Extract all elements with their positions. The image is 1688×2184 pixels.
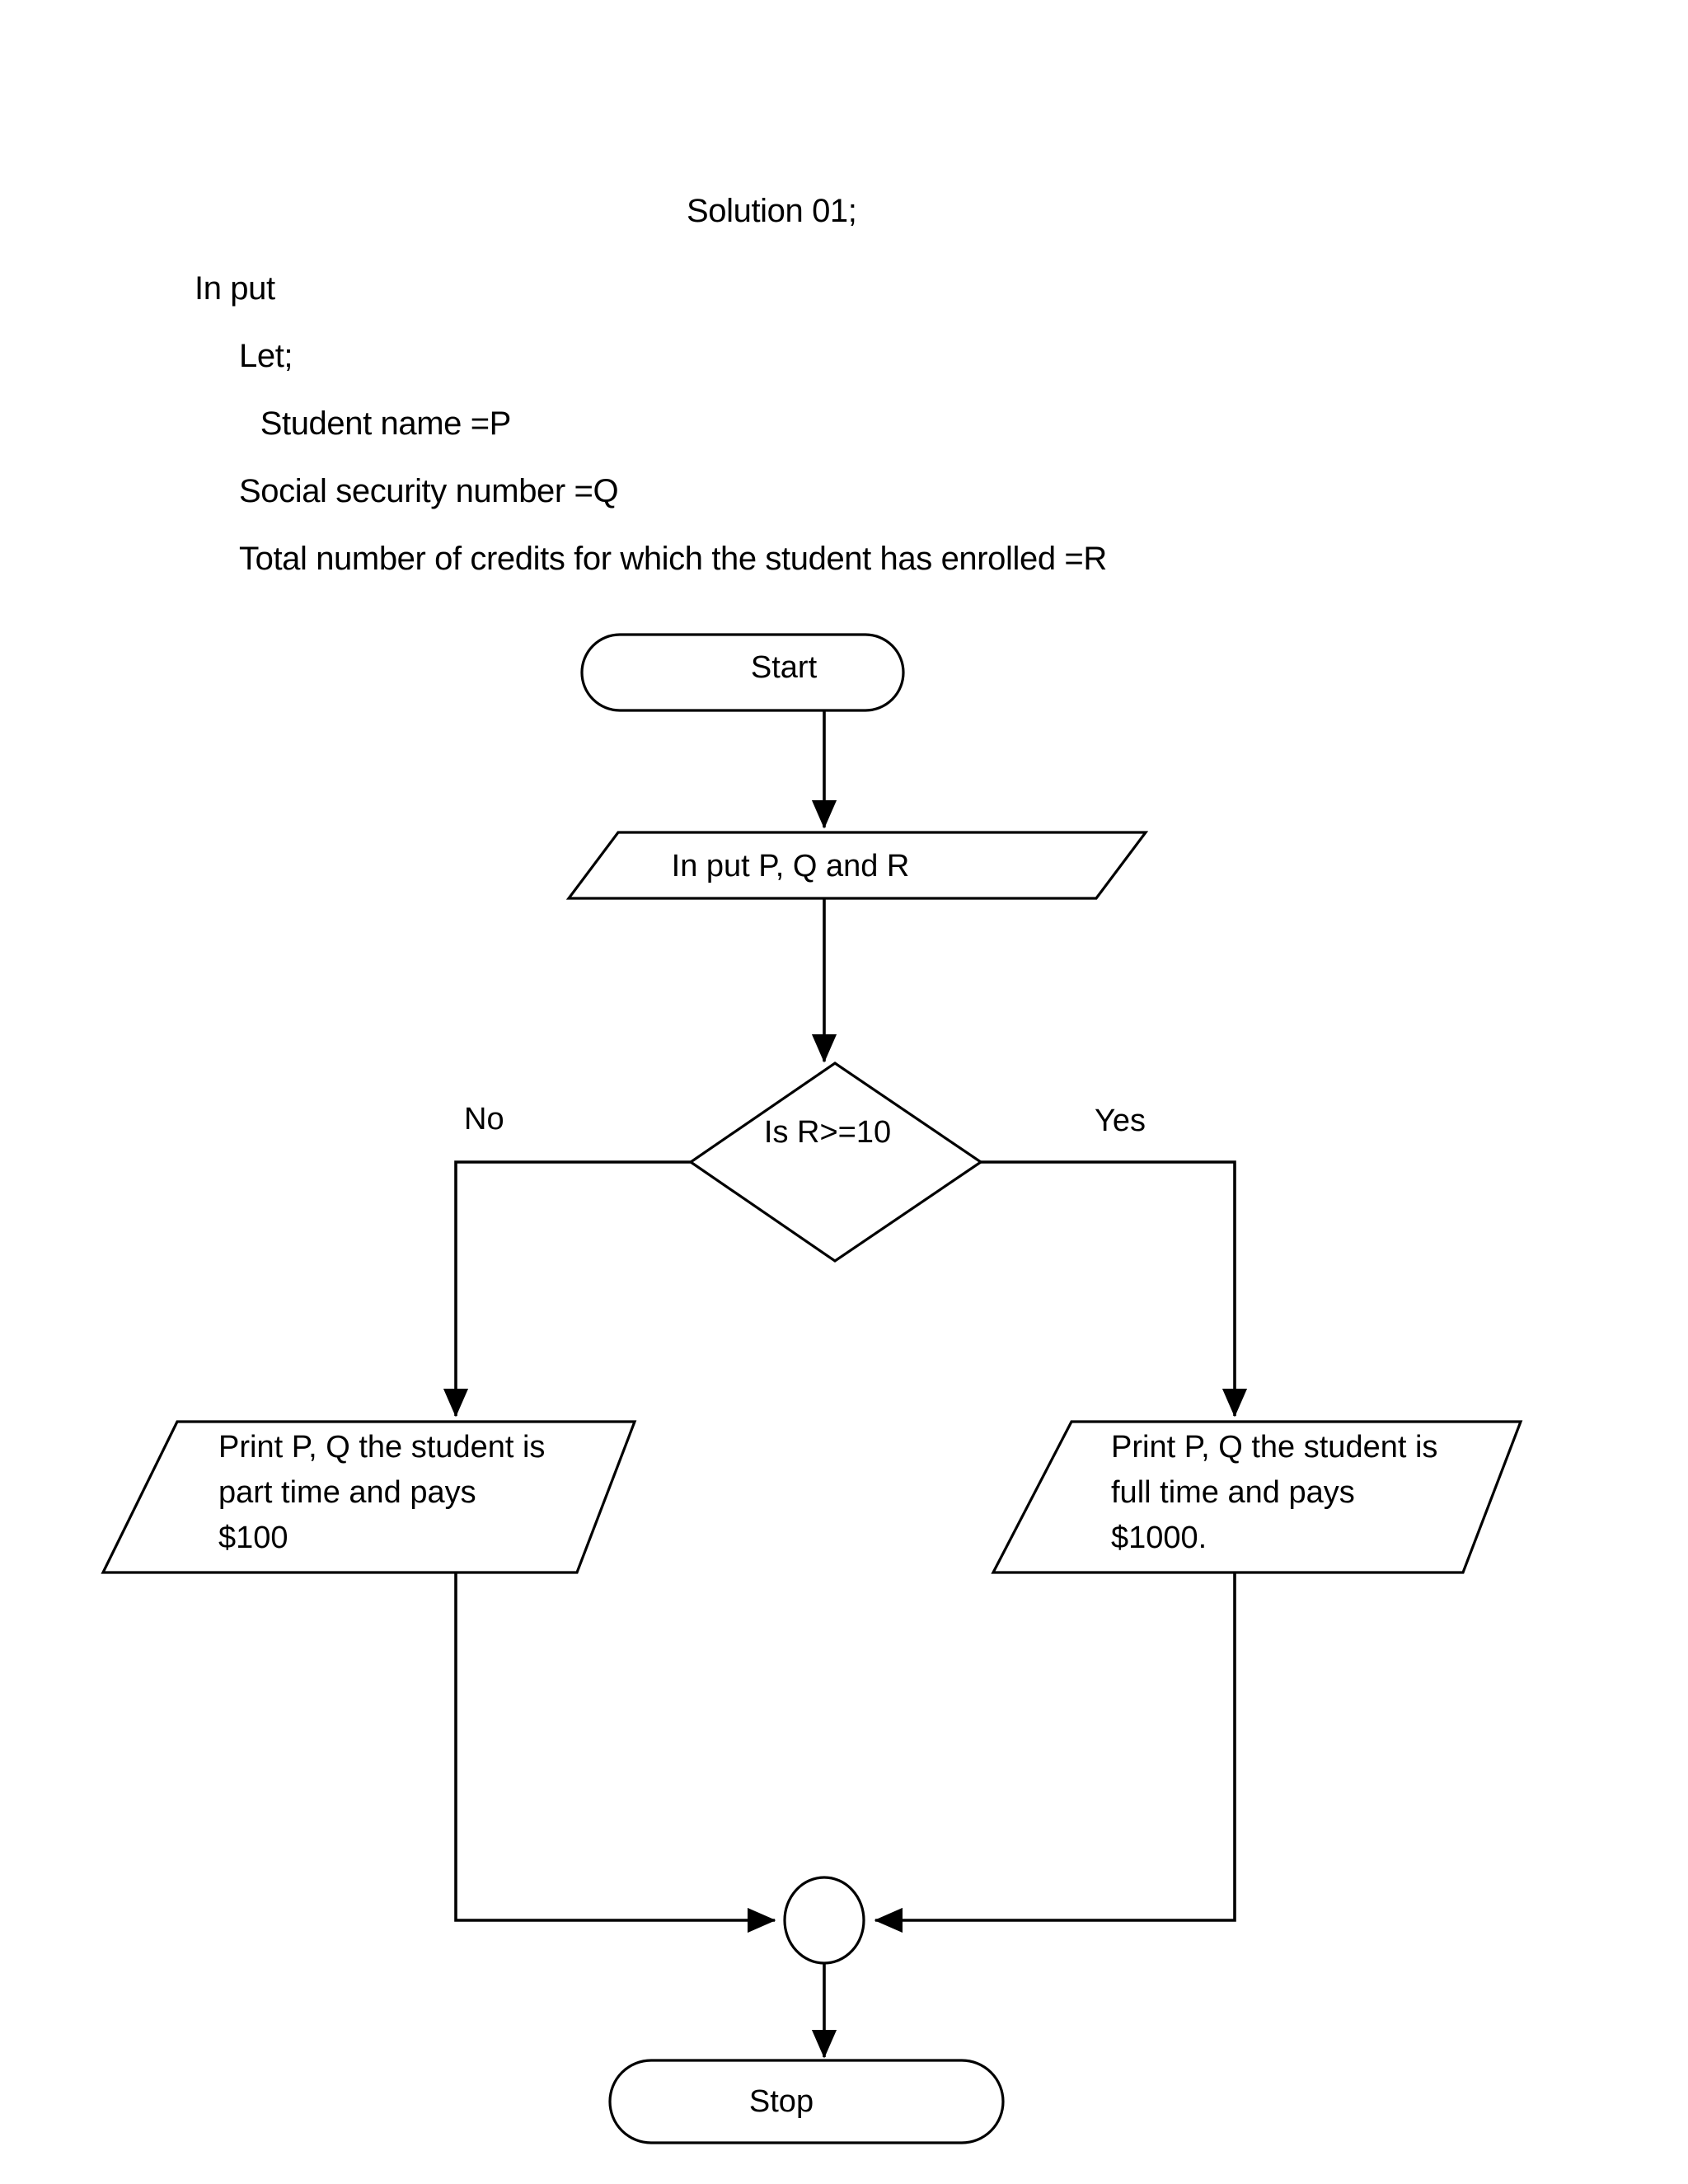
- preamble-line-student-name: Student name =P: [251, 405, 512, 442]
- stop-terminator-shape: [608, 2059, 1005, 2144]
- branch-label-yes: Yes: [1095, 1104, 1146, 1138]
- node-input[interactable]: In put P, Q and R: [565, 831, 1149, 900]
- edge-full-time-to-merge: [874, 1572, 1236, 1933]
- print-full-time-parallelogram-shape: [991, 1420, 1523, 1574]
- start-terminator-shape: [580, 633, 905, 712]
- preamble-line-let: Let;: [239, 338, 293, 374]
- input-label: In put P, Q and R: [672, 849, 910, 883]
- print-full-time-line-2: full time and pays: [1111, 1475, 1355, 1510]
- print-part-time-line-3: $100: [218, 1521, 288, 1555]
- branch-label-no: No: [464, 1102, 504, 1137]
- stop-label: Stop: [749, 2084, 814, 2119]
- edge-decision-yes: [981, 1160, 1248, 1418]
- start-label: Start: [751, 650, 818, 685]
- preamble-line-social-security: Social security number =Q: [239, 473, 619, 509]
- decision-label: Is R>=10: [764, 1115, 891, 1150]
- node-start[interactable]: Start: [580, 633, 905, 712]
- node-decision[interactable]: Is R>=10: [688, 1062, 983, 1263]
- input-parallelogram-shape: [565, 831, 1149, 900]
- print-full-time-line-3: $1000.: [1111, 1521, 1207, 1555]
- print-part-time-line-2: part time and pays: [218, 1475, 476, 1510]
- page-title: Solution 01;: [687, 193, 857, 229]
- decision-diamond-shape: [688, 1062, 983, 1263]
- print-part-time-line-1: Print P, Q the student is: [218, 1430, 545, 1465]
- node-print-full-time[interactable]: Print P, Q the student is full time and …: [991, 1420, 1523, 1574]
- node-print-part-time[interactable]: Print P, Q the student is part time and …: [101, 1420, 637, 1574]
- node-stop[interactable]: Stop: [608, 2059, 1005, 2144]
- merge-connector-shape: [783, 1876, 865, 1965]
- preamble-line-input: In put: [195, 270, 275, 307]
- print-full-time-line-1: Print P, Q the student is: [1111, 1430, 1437, 1465]
- node-merge-connector[interactable]: [783, 1876, 865, 1965]
- edge-decision-no: [443, 1160, 691, 1418]
- preamble-line-total-credits: Total number of credits for which the st…: [239, 541, 1107, 577]
- edge-part-time-to-merge: [454, 1572, 776, 1933]
- print-part-time-parallelogram-shape: [101, 1420, 637, 1574]
